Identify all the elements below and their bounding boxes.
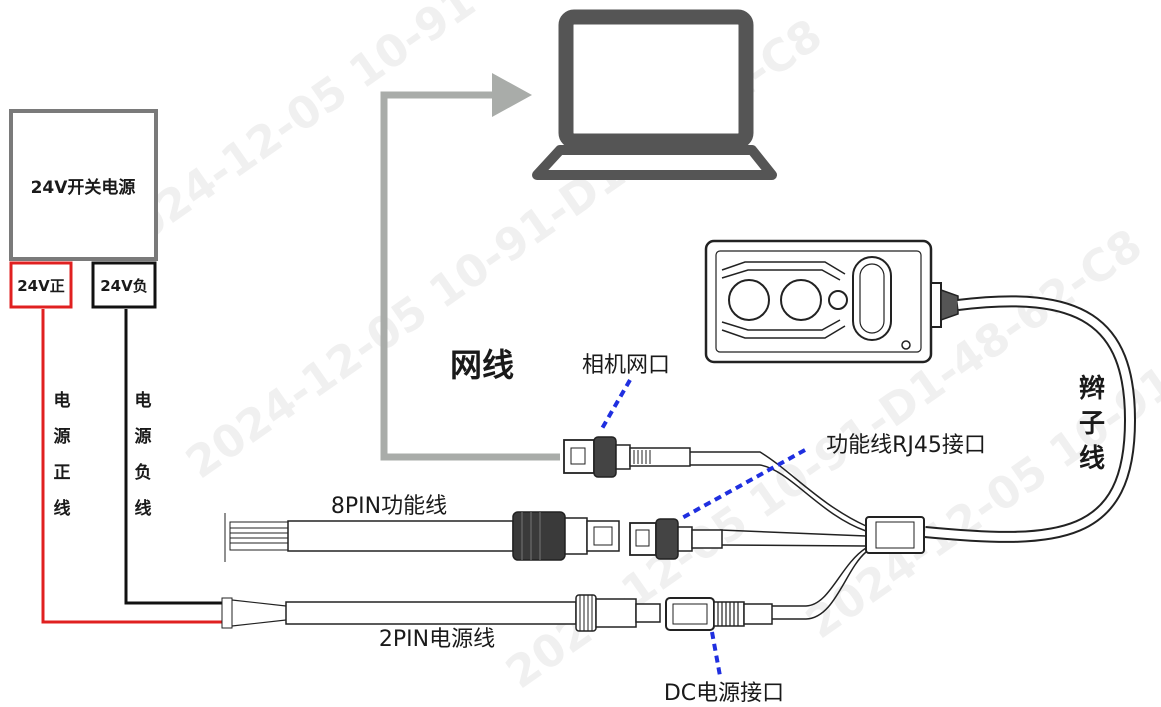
- neg-wire-char-4: 线: [135, 498, 152, 519]
- callout-lines: [598, 379, 806, 677]
- network-cable-label: 网线: [450, 346, 514, 384]
- braid-char-3: 线: [1079, 444, 1105, 474]
- power-supply: 24V开关电源 24V正 24V负: [9, 109, 158, 309]
- neg-wire-char-1: 电: [135, 390, 152, 411]
- laptop-icon: [532, 9, 777, 180]
- negative-terminal-label: 24V负: [100, 277, 147, 295]
- network-cable-arrow: [380, 73, 560, 461]
- pos-wire-char-2: 源: [54, 426, 71, 447]
- pin2-cable: [221, 594, 661, 632]
- pos-wire-char-3: 正: [54, 463, 71, 483]
- branch-cables: [690, 451, 867, 620]
- negative-terminal: [91, 261, 157, 309]
- callout-dc-port: [710, 631, 722, 677]
- callout-camera-port: [598, 379, 632, 433]
- dc-port-label: DC电源接口: [664, 681, 784, 706]
- positive-wire: [41, 309, 222, 624]
- camera-port-label: 相机网口: [582, 353, 670, 378]
- neg-wire-char-3: 负: [135, 462, 152, 483]
- camera-device: [704, 239, 959, 364]
- positive-terminal-label: 24V正: [17, 277, 64, 295]
- braid-cable: [924, 295, 1137, 543]
- pin8-cable-label: 8PIN功能线: [331, 494, 447, 519]
- camera-network-connector: [563, 436, 691, 478]
- negative-wire-label: 电 源 负 线: [135, 390, 152, 519]
- negative-wire: [124, 309, 222, 605]
- pos-wire-char-1: 电: [54, 390, 71, 411]
- braid-char-1: 辫: [1079, 374, 1105, 404]
- positive-wire-label: 电 源 正 线: [54, 390, 71, 519]
- power-supply-title: 24V开关电源: [31, 177, 136, 198]
- pin8-cable: [224, 511, 620, 562]
- cable-junction-inner: [875, 521, 915, 549]
- power-supply-box: [9, 109, 158, 261]
- positive-terminal: [9, 261, 73, 309]
- braid-cable-label: 辫 子 线: [1079, 374, 1105, 474]
- neg-wire-char-2: 源: [135, 426, 152, 447]
- pin2-cable-label: 2PIN电源线: [379, 627, 495, 652]
- braid-char-2: 子: [1079, 409, 1105, 439]
- dc-power-connector: [665, 597, 773, 631]
- pos-wire-char-4: 线: [54, 498, 71, 519]
- cable-junction: [865, 516, 925, 554]
- rj45-port-label: 功能线RJ45接口: [826, 433, 986, 458]
- function-rj45-connector: [629, 518, 723, 560]
